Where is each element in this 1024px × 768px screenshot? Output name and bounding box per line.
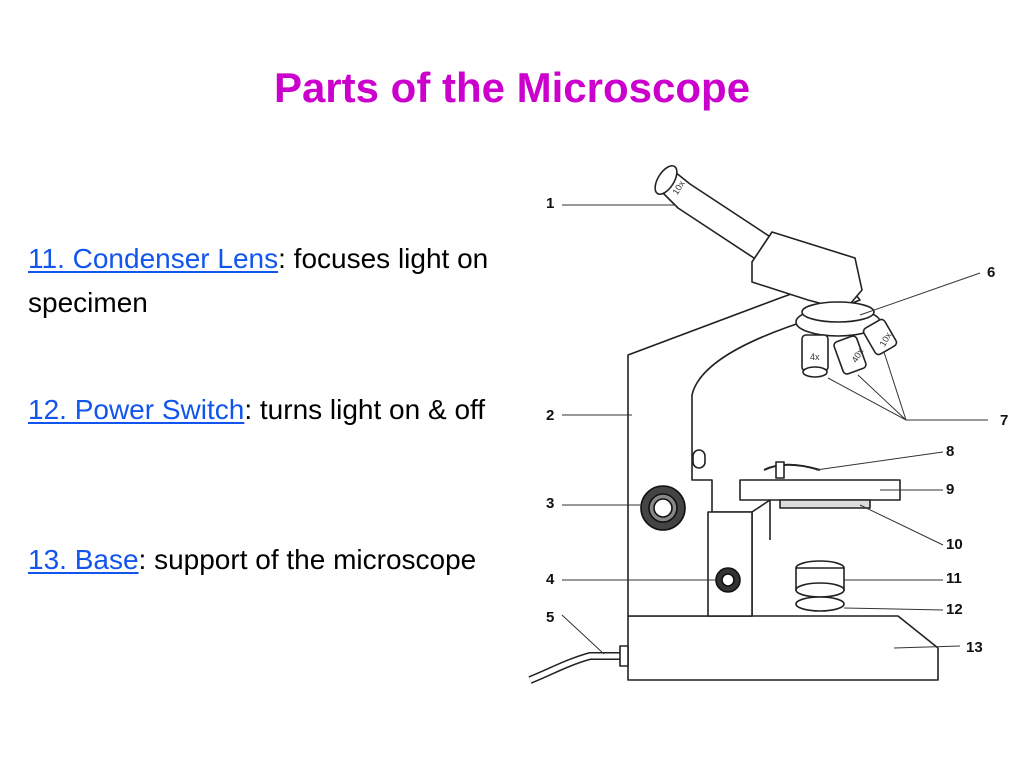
- callout-13: 13: [966, 639, 983, 656]
- stage-clip: [763, 463, 821, 471]
- base-term: 13. Base: [28, 544, 139, 575]
- callout-6: 6: [987, 264, 995, 281]
- stage-adjust: [779, 499, 871, 509]
- condenser-lens-term: 11. Condenser Lens: [28, 243, 279, 274]
- power-switch-definition: : turns light on & off: [244, 394, 486, 425]
- stage: [739, 479, 901, 501]
- eyepiece: [654, 164, 678, 196]
- callout-8: 8: [946, 443, 954, 460]
- callout-3: 3: [546, 495, 554, 512]
- microscope-diagram: 10x 4x 40x 10x 1 2 3 4 5 6 7 8 9 10 11 1…: [528, 164, 1008, 684]
- power-switch-term: 12. Power Switch: [28, 394, 245, 425]
- callout-5: 5: [546, 609, 554, 626]
- objective-40x: [833, 335, 867, 375]
- callout-1: 1: [546, 195, 554, 212]
- objective-4x-label: 4x: [810, 352, 820, 362]
- base-description: 13. Base: support of the microscope: [28, 538, 518, 582]
- callout-12: 12: [946, 601, 963, 618]
- callout-7: 7: [1000, 412, 1008, 429]
- objective-4x: [801, 334, 829, 378]
- callout-2: 2: [546, 407, 554, 424]
- callout-4: 4: [546, 571, 555, 588]
- condenser-lens-definition: : focuses light on specimen: [28, 243, 489, 318]
- callout-11: 11: [946, 570, 962, 587]
- microscope-head: [751, 231, 863, 311]
- power-switch-description: 12. Power Switch: turns light on & off: [28, 388, 518, 432]
- objective-10x: [862, 318, 898, 356]
- microscope-base: [627, 615, 939, 681]
- callout-10: 10: [946, 536, 963, 553]
- slide-title: Parts of the Microscope: [273, 64, 751, 111]
- base-definition: : support of the microscope: [138, 544, 477, 575]
- power-switch: [619, 645, 629, 667]
- callout-9: 9: [946, 481, 954, 498]
- illuminator: [795, 596, 845, 612]
- condenser-lens-description: 11. Condenser Lens: focuses light on spe…: [28, 237, 518, 325]
